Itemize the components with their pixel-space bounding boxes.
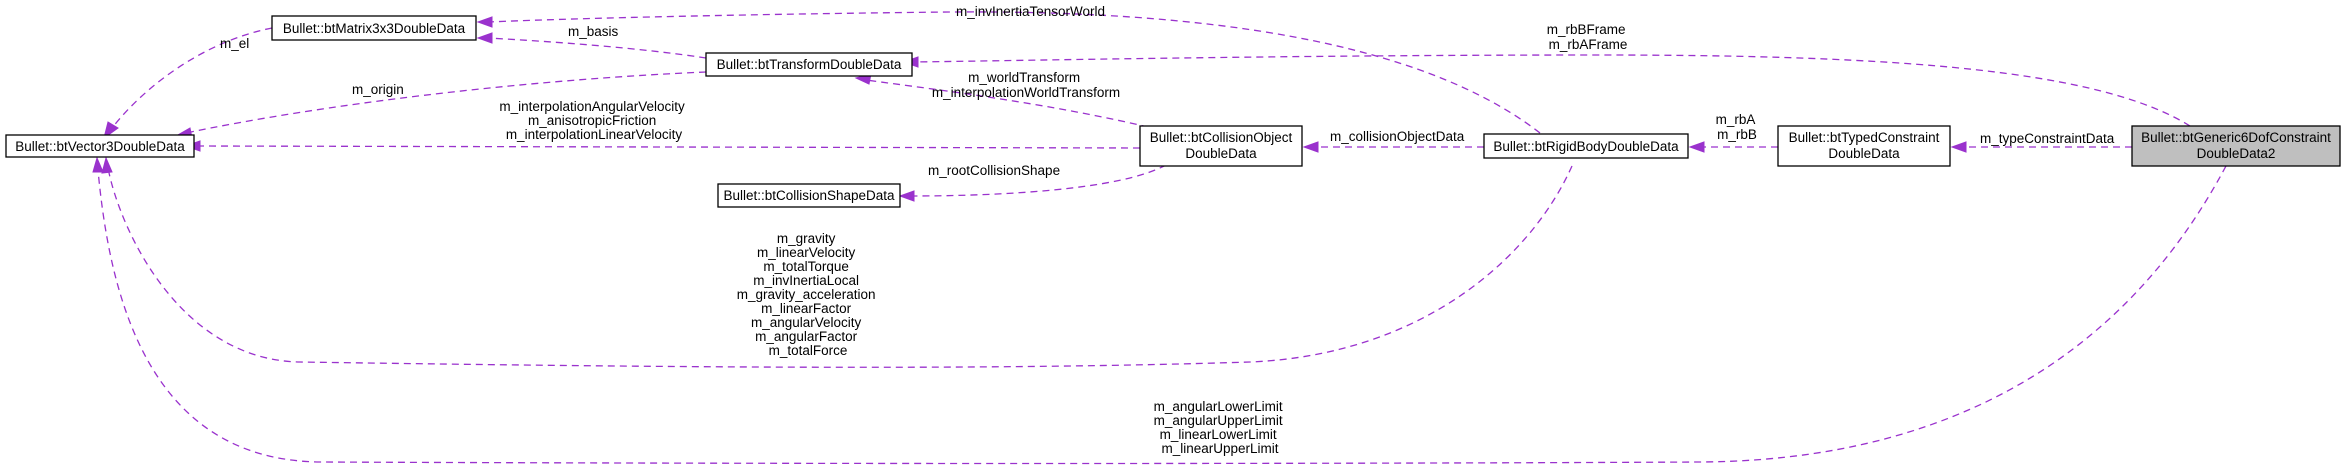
edge-label-line: m_gravity_acceleration: [737, 287, 876, 302]
node-label: Bullet::btRigidBodyDoubleData: [1493, 139, 1679, 154]
node-btvector3doubledata[interactable]: Bullet::btVector3DoubleData: [5, 134, 195, 158]
node-btcollisionobjectdoubledata[interactable]: Bullet::btCollisionObject DoubleData: [1139, 125, 1303, 167]
edge-m-rootcollisionshape: [909, 164, 1167, 197]
edge-label-line: m_linearUpperLimit: [1161, 441, 1278, 456]
edge-label-line: m_interpolationAngularVelocity: [499, 99, 685, 114]
edge-label-line: m_angularUpperLimit: [1154, 413, 1283, 428]
node-box: [705, 52, 913, 77]
node-box: [717, 183, 901, 208]
edge-label-m-rbframe: m_rbBFrame m_rbAFrame: [1547, 22, 1630, 52]
edge-arrow: [1302, 141, 1319, 153]
node-label: Bullet::btCollisionShapeData: [723, 188, 895, 203]
node-bttransformdoubledata[interactable]: Bullet::btTransformDoubleData: [705, 52, 913, 77]
edge-arrow: [1950, 141, 1967, 153]
node-btrigidbodydoubledata[interactable]: Bullet::btRigidBodyDoubleData: [1483, 133, 1689, 159]
edge-label-line: m_angularLowerLimit: [1154, 399, 1283, 414]
edge-label-m-rbab: m_rbA m_rbB: [1716, 112, 1759, 142]
node-bttypedconstraintdoubledata[interactable]: Bullet::btTypedConstraint DoubleData: [1777, 125, 1951, 167]
edge-m-basis: [487, 37, 707, 59]
edge-label-m-basis: m_basis: [568, 24, 619, 39]
edge-label-line: m_invInertiaLocal: [753, 273, 859, 288]
node-label: Bullet::btMatrix3x3DoubleData: [283, 21, 466, 36]
node-label-line2: DoubleData: [1185, 146, 1257, 161]
node-btgeneric6dofconstraintdoubledata2[interactable]: Bullet::btGeneric6DofConstraint DoubleDa…: [2131, 125, 2341, 167]
edge-arrow: [1688, 141, 1705, 153]
node-label-line1: Bullet::btGeneric6DofConstraint: [2141, 130, 2331, 145]
node-box: [1777, 125, 1951, 167]
edge-arrow: [476, 16, 493, 28]
edge-m-el: [111, 27, 273, 129]
node-box: [271, 15, 477, 41]
edge-label-line: m_rbAFrame: [1549, 37, 1628, 52]
node-label: Bullet::btTransformDoubleData: [717, 57, 902, 72]
node-btcollisionshapedata[interactable]: Bullet::btCollisionShapeData: [717, 183, 901, 208]
node-label-line2: DoubleData2: [2197, 146, 2276, 161]
edge-label-m-invinertiatensorworld: m_invInertiaTensorWorld: [956, 4, 1105, 19]
edge-label-line: m_linearVelocity: [757, 245, 856, 260]
edge-arrow: [101, 156, 113, 174]
edge-label-line: m_gravity: [777, 231, 836, 246]
edge-label-line: m_linearFactor: [761, 301, 852, 316]
node-box: [5, 134, 195, 158]
edge-label-m-rigidbody-vectors: m_gravity m_linearVelocity m_totalTorque…: [737, 231, 880, 358]
edge-label-line: m_anisotropicFriction: [528, 113, 656, 128]
node-box: [1139, 125, 1303, 167]
edge-label-line: m_linearLowerLimit: [1160, 427, 1277, 442]
edge-label-line: m_rbBFrame: [1547, 22, 1626, 37]
edge-label-m-limits: m_angularLowerLimit m_angularUpperLimit …: [1154, 399, 1287, 456]
edge-label-line: m_angularFactor: [755, 329, 858, 344]
edge-m-limits: [97, 165, 2227, 465]
edge-m-interpolation-vectors: [195, 145, 1141, 149]
edge-arrow: [476, 32, 493, 44]
node-box: [2131, 125, 2341, 167]
edge-m-worldtransform: [865, 79, 1161, 131]
edge-label-m-typeconstraintdata: m_typeConstraintData: [1980, 131, 2115, 146]
node-label-line1: Bullet::btTypedConstraint: [1789, 130, 1940, 145]
edge-m-rbframe: [913, 54, 2191, 127]
edge-label-line: m_totalTorque: [763, 259, 849, 274]
edge-label-m-collisionobjectdata: m_collisionObjectData: [1330, 129, 1465, 144]
edge-label-m-worldtransform: m_worldTransform m_interpolationWorldTra…: [932, 70, 1120, 100]
edge-label-line: m_worldTransform: [968, 70, 1080, 85]
edge-m-invinertiatensorworld: [487, 11, 1541, 134]
node-label-line2: DoubleData: [1828, 146, 1900, 161]
edge-label-m-rootcollisionshape: m_rootCollisionShape: [928, 163, 1060, 178]
edge-label-line: m_rbA: [1716, 112, 1756, 127]
edge-label-line: m_interpolationLinearVelocity: [506, 127, 683, 142]
node-box: [1483, 133, 1689, 159]
edge-label-line: m_angularVelocity: [751, 315, 862, 330]
node-label-line1: Bullet::btCollisionObject: [1150, 130, 1293, 145]
edge-label-line: m_interpolationWorldTransform: [932, 85, 1120, 100]
edge-arrow: [92, 156, 104, 173]
edge-label-line: m_rbB: [1717, 127, 1757, 142]
node-label: Bullet::btVector3DoubleData: [15, 139, 185, 154]
edge-arrow: [898, 190, 915, 202]
node-btmatrix3x3doubledata[interactable]: Bullet::btMatrix3x3DoubleData: [271, 15, 477, 41]
edge-label-m-origin: m_origin: [352, 82, 404, 97]
edge-label-line: m_totalForce: [769, 343, 848, 358]
edge-m-rigidbody-vectors: [107, 165, 1573, 368]
edge-m-origin: [185, 71, 707, 134]
edge-label-m-el: m_el: [220, 36, 249, 51]
edge-label-m-interpolation-vectors: m_interpolationAngularVelocity m_anisotr…: [499, 99, 688, 142]
edge-arrow: [103, 121, 119, 140]
